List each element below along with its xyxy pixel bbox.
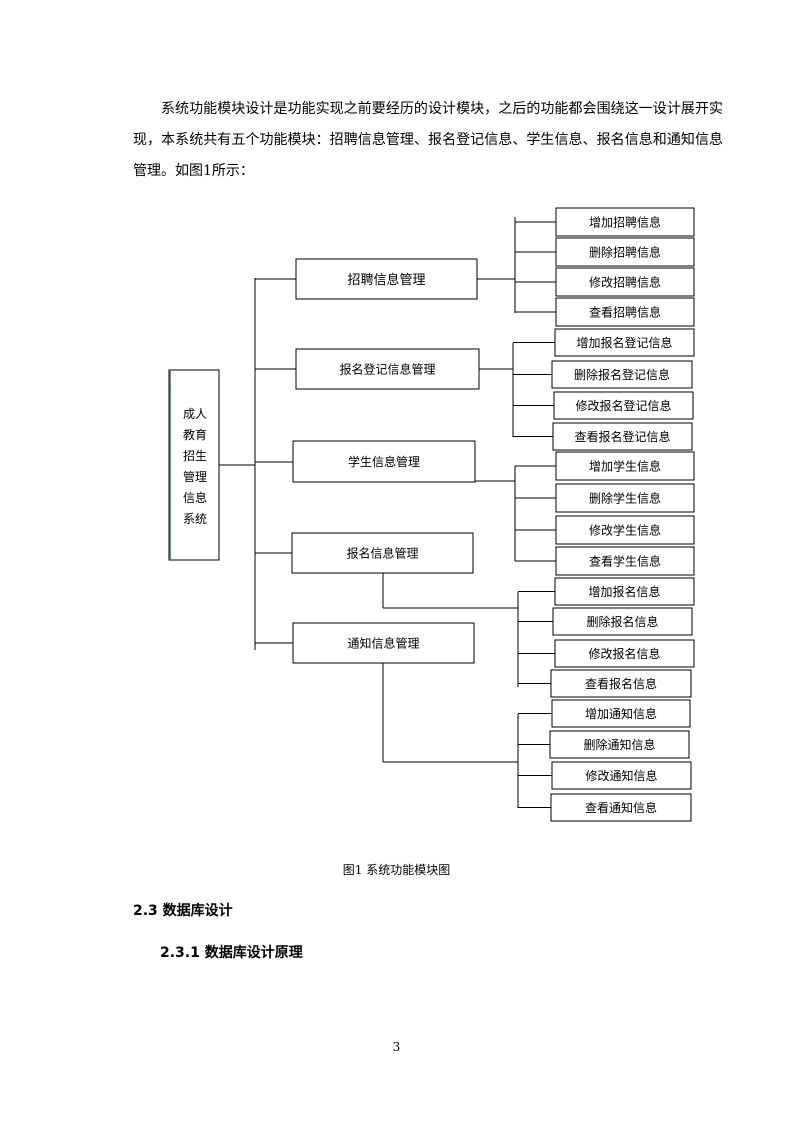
module-box: 通知信息管理 [292,622,475,664]
function-box: 删除报名登记信息 [551,360,693,389]
module-box-label: 报名登记信息管理 [339,362,435,377]
function-box-label: 修改报名信息 [588,646,660,661]
function-box: 修改通知信息 [551,761,692,790]
function-box: 删除学生信息 [555,483,695,513]
function-box: 增加招聘信息 [555,207,695,237]
root-node: 成人 教育 招生 管理 信息 系统 [168,369,220,561]
page-number: 3 [392,1040,401,1054]
subsection-heading: 2.3.1 数据库设计原理 [160,945,303,961]
function-box-label: 查看招聘信息 [589,305,661,320]
function-box: 查看学生信息 [555,546,695,576]
module-box: 报名登记信息管理 [295,348,480,390]
function-box: 查看通知信息 [550,793,692,822]
function-box-label: 删除学生信息 [589,491,661,506]
module-box-label: 招聘信息管理 [347,272,425,288]
function-box: 查看报名登记信息 [552,422,693,451]
function-box: 修改报名登记信息 [553,391,694,420]
function-box-label: 修改报名登记信息 [575,398,671,413]
section-heading: 2.3 数据库设计 [133,903,233,919]
function-box: 增加通知信息 [551,699,691,728]
function-box: 删除报名信息 [552,607,693,636]
root-line: 招生 [183,449,207,463]
module-box-label: 学生信息管理 [348,454,420,469]
function-box: 增加学生信息 [555,451,695,481]
function-box-label: 增加通知信息 [585,706,657,721]
root-line: 信息 [183,490,207,505]
diagram-nodes: 招聘信息管理增加招聘信息删除招聘信息修改招聘信息查看招聘信息报名登记信息管理增加… [291,207,695,822]
function-box: 修改学生信息 [555,515,695,545]
function-box-label: 增加报名登记信息 [576,335,672,350]
function-box: 删除通知信息 [549,730,690,759]
function-box-label: 修改学生信息 [589,523,661,538]
module-box: 学生信息管理 [292,440,476,483]
function-box-label: 删除招聘信息 [589,245,661,260]
module-box: 招聘信息管理 [295,258,478,300]
connector-lines [219,217,556,808]
function-box-label: 查看通知信息 [585,800,657,815]
function-box-label: 删除报名信息 [586,614,658,629]
function-box-label: 修改通知信息 [585,768,657,783]
module-box: 报名信息管理 [291,532,474,574]
function-box: 删除招聘信息 [555,237,695,267]
function-box-label: 增加招聘信息 [589,215,661,230]
root-line: 管理 [183,469,207,484]
function-box: 查看报名信息 [550,669,692,698]
function-box-label: 查看报名登记信息 [574,429,670,444]
function-box-label: 删除报名登记信息 [574,367,670,382]
function-box-label: 查看报名信息 [585,676,657,691]
root-line: 系统 [183,512,207,526]
root-line: 成人 [183,407,207,421]
function-box-label: 删除通知信息 [583,737,655,752]
function-box-label: 查看学生信息 [589,554,661,569]
function-box: 查看招聘信息 [555,297,695,327]
function-box-label: 修改招聘信息 [589,275,661,290]
function-box: 增加报名信息 [554,577,695,606]
function-box-label: 增加报名信息 [588,584,660,599]
function-box: 修改招聘信息 [555,267,695,297]
root-line: 教育 [183,427,207,442]
figure-caption: 图1 系统功能模块图 [342,863,451,877]
function-box-label: 增加学生信息 [589,459,661,474]
module-box-label: 报名信息管理 [346,546,418,561]
function-box: 增加报名登记信息 [554,328,695,357]
intro-paragraph: 系统功能模块设计是功能实现之前要经历的设计模块，之后的功能都会围绕这一设计展开实… [133,101,723,179]
function-box: 修改报名信息 [554,639,695,668]
module-box-label: 通知信息管理 [347,636,419,651]
